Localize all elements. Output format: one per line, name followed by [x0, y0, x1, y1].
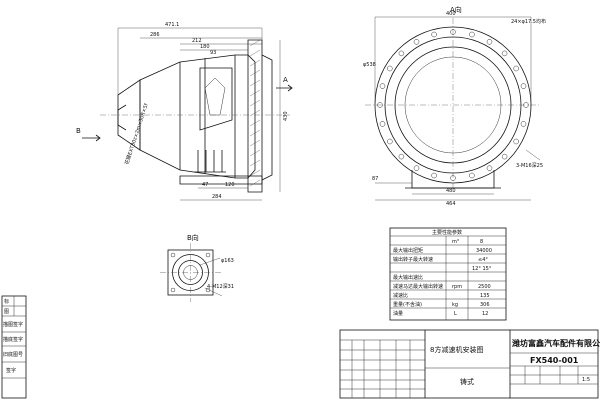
side-view: 471.1 286 212 180 93 430 47 120 284 花键EX…	[76, 22, 293, 201]
param-value: 8	[480, 239, 483, 245]
param-name: 减速比	[393, 292, 408, 299]
dim-400: 400	[446, 11, 456, 17]
record-label: 旧底图号	[3, 351, 23, 358]
spline-note: 花键EXT30z×2m×30R×5f	[123, 102, 149, 165]
param-unit: rpm	[452, 284, 462, 290]
dim-47: 47	[202, 182, 208, 188]
record-label: 签字	[6, 367, 16, 374]
dim-93: 93	[210, 50, 216, 56]
record-label: 描底签字	[3, 336, 23, 343]
record-label: 描图签字	[3, 321, 23, 328]
dim-87: 87	[372, 176, 378, 182]
bolt-holes	[377, 29, 529, 181]
arrow-b-label: B	[76, 127, 81, 135]
dim-bottom-holes: 3-M16深25	[516, 162, 543, 169]
front-view-a: A向 400	[363, 5, 546, 207]
left-record-block: 标 图 描图签字 描底签字 旧底图号 签字	[1, 295, 27, 399]
dim-120: 120	[225, 182, 235, 188]
param-unit: L	[454, 311, 457, 317]
dim-284: 284	[212, 194, 222, 200]
dim-bolt-holes: 24×φ17.5均布	[511, 18, 546, 25]
company-name: 潍坊富鑫汽车配件有限公司	[512, 338, 600, 348]
param-table: 主要性能参数 m³ 8 最大输出扭矩 34000 输出转子最大转速 ≤4° 12…	[389, 227, 507, 321]
param-value: 12	[482, 311, 488, 317]
param-value: 2500	[478, 284, 491, 290]
record-label: 标	[4, 298, 9, 305]
dim-180: 180	[200, 44, 210, 50]
dim-212: 212	[192, 38, 202, 44]
record-label: 图	[4, 309, 9, 315]
dim-pcd: φ538	[363, 62, 376, 68]
drawing-title: 8方减速机安装图	[430, 345, 483, 354]
param-value: 306	[480, 302, 490, 308]
param-unit: m³	[452, 239, 459, 245]
scale-value: 1:5	[582, 377, 590, 383]
param-value: 135	[480, 293, 490, 299]
param-name: 最大输出扭矩	[393, 247, 423, 254]
param-value: ≤4°	[478, 257, 488, 263]
dim-b-holes: 4-M12深31	[207, 283, 234, 290]
dim-286: 286	[150, 32, 160, 38]
param-unit: kg	[452, 302, 458, 308]
param-name: 重量(不含油)	[393, 301, 422, 308]
param-name: 最大输出速比	[393, 274, 423, 281]
param-value: 34000	[476, 248, 492, 254]
view-b-title: B向	[187, 233, 199, 242]
dim-480: 480	[446, 188, 456, 194]
param-value: 12° 15°	[472, 266, 492, 272]
dim-464: 464	[446, 201, 456, 207]
param-name: 减速马达最大输出转速	[393, 283, 443, 290]
drawing-number: FX540-001	[530, 356, 579, 365]
param-table-title: 主要性能参数	[432, 229, 462, 236]
param-name: 油量	[393, 310, 403, 317]
dim-430: 430	[283, 111, 289, 121]
view-a-title: A向	[450, 5, 462, 14]
arrow-a-label: A	[283, 76, 288, 84]
param-name: 输出转子最大转速	[393, 256, 433, 263]
material-label: 铸式	[460, 377, 474, 386]
title-block: 8方减速机安装图 铸式 潍坊富鑫汽车配件有限公司 FX540-001 1:5	[339, 329, 600, 399]
dim-163: φ163	[221, 258, 234, 264]
view-b: B向 φ163 4-M12深31	[160, 233, 234, 302]
dim-overall: 471.1	[165, 22, 179, 28]
